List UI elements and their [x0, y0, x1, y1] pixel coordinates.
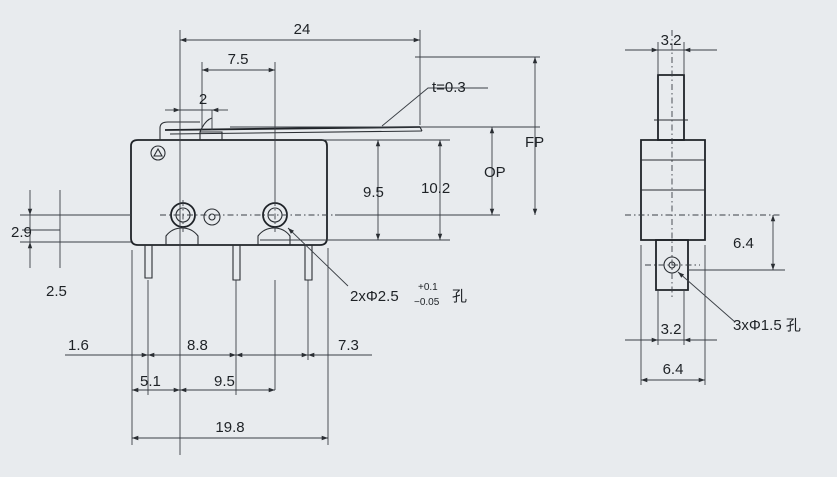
pin-hole-note: 3xΦ1.5 孔: [733, 317, 801, 334]
dim-label-9-5: 9.5: [363, 184, 384, 201]
dim-label-19-8: 19.8: [215, 419, 244, 436]
dim-label-24: 24: [294, 21, 311, 38]
dimension-10-2: 10.2: [421, 140, 450, 240]
mounting-hole-callout: 2xΦ2.5 +0.1 −0.05 孔: [287, 227, 467, 308]
dimension-side-6-4-vertical: 6.4: [688, 215, 785, 271]
dimension-24: 24: [180, 21, 420, 43]
dim-label-1-6: 1.6: [68, 337, 89, 354]
dim-label-7-3: 7.3: [338, 337, 359, 354]
dim-label-side-6-4-v: 6.4: [733, 235, 754, 252]
dim-label-op: OP: [484, 164, 506, 181]
hole-note-prefix: 2xΦ2.5: [350, 288, 399, 305]
dim-label-9-5-bottom: 9.5: [214, 373, 235, 390]
dimension-op: OP: [484, 127, 506, 215]
dim-label-side-3-2-b: 3.2: [661, 321, 682, 338]
dim-label-side-3-2: 3.2: [661, 32, 682, 49]
thickness-callout: t=0.3: [381, 79, 488, 127]
dim-label-fp: FP: [525, 134, 544, 151]
front-view: 24 7.5 2 t=0.3 FP OP: [11, 21, 544, 455]
switch-body: [130, 121, 328, 246]
dimension-fp: FP: [525, 57, 544, 215]
side-view: 3.2 6.4 3xΦ1.5 孔 3.2 6.4: [625, 30, 801, 385]
side-body: [640, 139, 706, 241]
dimension-19-8: 19.8: [132, 419, 328, 441]
actuator-lever: [164, 117, 423, 135]
side-terminal: [655, 239, 689, 291]
dim-label-2-5: 2.5: [46, 283, 67, 300]
dimension-side-3-2-bottom: 3.2: [625, 290, 717, 345]
terminal-marker-icon: [150, 145, 166, 161]
dim-label-thickness: t=0.3: [432, 79, 466, 96]
dim-label-side-6-4-b: 6.4: [663, 361, 684, 378]
extension-lines: [20, 30, 540, 455]
dim-label-2-9: 2.9: [11, 224, 32, 241]
dimension-2-9: 2.9 2.5: [11, 190, 67, 300]
dimension-7-5: 7.5: [202, 51, 275, 73]
hole-tol-minus: −0.05: [414, 297, 440, 308]
dim-label-7-5: 7.5: [228, 51, 249, 68]
dimension-2: 2: [165, 91, 228, 113]
dimension-9-5: 9.5: [363, 140, 384, 240]
dim-label-10-2: 10.2: [421, 180, 450, 197]
dim-label-5-1: 5.1: [140, 373, 161, 390]
terminals: [144, 245, 313, 281]
dimension-side-3-2-top: 3.2: [625, 32, 717, 75]
dim-label-8-8: 8.8: [187, 337, 208, 354]
dimension-side-6-4-bottom: 6.4: [640, 245, 706, 385]
mounting-holes: [165, 202, 291, 245]
dimension-row-1: 1.6 8.8 7.3: [65, 337, 372, 358]
dim-label-2: 2: [199, 91, 207, 108]
plunger: [657, 74, 685, 141]
svg-text:2xΦ2.5: 2xΦ2.5: [350, 288, 399, 305]
dimension-row-2: 5.1 9.5: [132, 280, 276, 393]
hole-tol-plus: +0.1: [418, 282, 438, 293]
hole-note-suffix: 孔: [452, 288, 467, 305]
pin-hole-callout: 3xΦ1.5 孔: [677, 271, 801, 334]
